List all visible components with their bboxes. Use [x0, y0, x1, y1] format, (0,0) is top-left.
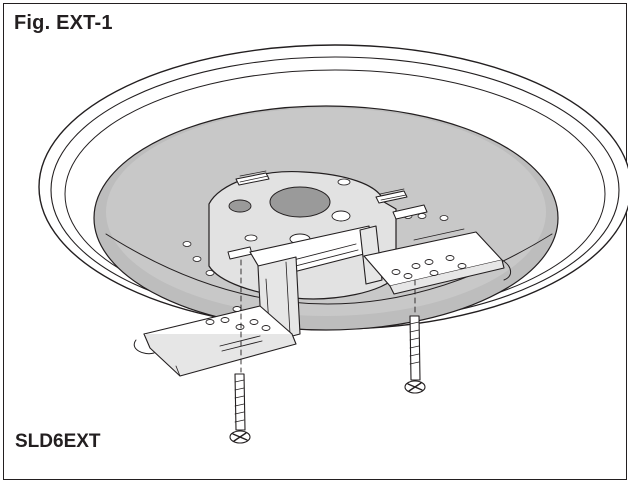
right-mounting-bracket — [359, 225, 511, 295]
left-mounting-bracket — [133, 225, 373, 377]
model-label: SLD6EXT — [15, 431, 101, 452]
left-mounting-screw — [229, 373, 251, 444]
spring-clips — [227, 170, 428, 260]
right-mounting-screw — [404, 315, 426, 394]
figure-frame: Fig. EXT-1 — [3, 3, 628, 480]
alignment-guides — [240, 259, 416, 373]
junction-box-plate — [208, 171, 397, 300]
figure-label: Fig. EXT-1 — [14, 12, 113, 34]
installation-drawing — [38, 44, 628, 444]
